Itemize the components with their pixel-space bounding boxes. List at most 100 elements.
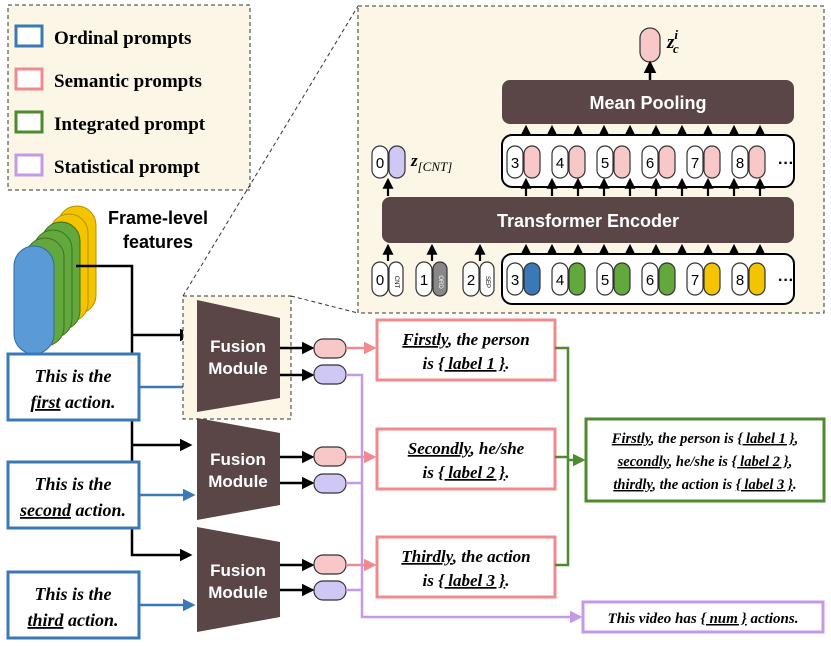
frame-features-stack bbox=[13, 205, 97, 355]
semantic-prompt-1: Firstly, the person is { label 1 }. bbox=[375, 318, 557, 382]
legend-item-semantic: Semantic prompts bbox=[14, 67, 202, 92]
encoded-seq-3: 3 bbox=[506, 145, 541, 179]
zoom-line-top bbox=[182, 5, 359, 297]
legend-item-ordinal: Ordinal prompts bbox=[14, 24, 191, 49]
legend: Ordinal prompts Semantic prompts Integra… bbox=[7, 4, 251, 191]
legend-label: Statistical prompt bbox=[54, 157, 201, 178]
special-token-sep: 2 SEP bbox=[462, 261, 495, 297]
semantic-line1: Thirdly, the action bbox=[401, 547, 530, 566]
mean-pooling-label: Mean Pooling bbox=[590, 93, 707, 113]
ordinal-connectors bbox=[139, 380, 196, 612]
semantic-token bbox=[313, 446, 347, 467]
token-index: 8 bbox=[736, 155, 744, 172]
statistical-token bbox=[313, 580, 347, 601]
statistical-connectors bbox=[346, 373, 583, 624]
statistical-token bbox=[313, 364, 347, 385]
legend-label: Semantic prompts bbox=[54, 71, 202, 92]
token-index: 3 bbox=[511, 272, 519, 289]
token-index: 7 bbox=[691, 155, 699, 172]
ordinal-line2: first action. bbox=[30, 392, 115, 412]
semantic-line2: is { label 2 }. bbox=[423, 463, 510, 482]
encoded-seq-4: 4 bbox=[551, 145, 586, 179]
encoded-seq-5: 5 bbox=[596, 145, 631, 179]
features-label-line2: features bbox=[123, 232, 193, 252]
token-index: 3 bbox=[511, 155, 519, 172]
integrated-line: thirdly, the action is { label 3 }. bbox=[613, 477, 796, 493]
ordinal-prompt-1: This is the first action. bbox=[6, 352, 141, 422]
statistical-text: This video has { num } actions. bbox=[608, 611, 799, 627]
cnt-output-label: z[CNT] bbox=[410, 151, 452, 174]
transformer-encoder-label: Transformer Encoder bbox=[497, 211, 679, 231]
special-token-cnt: 0 CNT bbox=[371, 261, 404, 297]
zoom-line-bottom bbox=[290, 295, 359, 314]
token-tag: CNT bbox=[393, 276, 399, 289]
integrated-line: secondly, he/she is { label 2 }, bbox=[617, 454, 793, 470]
features-label-line1: Frame-level bbox=[108, 208, 208, 228]
token-index: 7 bbox=[691, 272, 699, 289]
semantic-prompt-2: Secondly, he/she is { label 2 }. bbox=[375, 427, 557, 491]
semantic-line2: is { label 3 }. bbox=[423, 571, 510, 590]
fusion-label: Module bbox=[208, 359, 268, 378]
statistical-token bbox=[313, 473, 347, 494]
mean-pooling-block bbox=[502, 80, 794, 124]
ordinal-prompt-3: This is the third action. bbox=[6, 570, 141, 640]
fusion-module-1: Fusion Module bbox=[197, 300, 280, 412]
output-token bbox=[639, 27, 661, 63]
ellipsis: ··· bbox=[778, 155, 794, 172]
semantic-prompt-3: Thirdly, the action is { label 3 }. bbox=[375, 535, 557, 599]
token-index: 5 bbox=[601, 272, 609, 289]
semantic-connectors bbox=[346, 341, 377, 572]
semantic-token bbox=[313, 338, 347, 359]
fusion-label: Module bbox=[208, 472, 268, 491]
ordinal-line1: This is the bbox=[34, 584, 111, 604]
fusion-label: Module bbox=[208, 583, 268, 602]
cnt-output-token: 0 bbox=[371, 145, 406, 179]
legend-label: Integrated prompt bbox=[54, 114, 206, 135]
fusion-label: Fusion bbox=[210, 561, 266, 580]
token-index: 8 bbox=[736, 272, 744, 289]
token-index: 4 bbox=[556, 272, 564, 289]
semantic-token bbox=[313, 554, 347, 575]
input-seq-6: 6 bbox=[641, 262, 676, 296]
encoded-seq-6: 6 bbox=[641, 145, 676, 179]
legend-item-statistical: Statistical prompt bbox=[14, 153, 201, 178]
token-index: 6 bbox=[646, 272, 654, 289]
statistical-prompt: This video has { num } actions. bbox=[581, 600, 825, 634]
input-seq-4: 4 bbox=[551, 262, 586, 296]
fusion-label: Fusion bbox=[210, 337, 266, 356]
ordinal-line1: This is the bbox=[34, 366, 111, 386]
semantic-line1: Secondly, he/she bbox=[408, 439, 525, 458]
fusion-label: Fusion bbox=[210, 450, 266, 469]
semantic-line2: is { label 1 }. bbox=[423, 354, 510, 373]
ordinal-prompt-2: This is the second action. bbox=[6, 460, 141, 530]
fusion-module-2: Fusion Module bbox=[197, 418, 280, 520]
token-index: 6 bbox=[646, 155, 654, 172]
token-index: 0 bbox=[376, 272, 384, 289]
ordinal-line2: second action. bbox=[19, 500, 126, 520]
ordinal-line1: This is the bbox=[34, 474, 111, 494]
fusion-module-3: Fusion Module bbox=[197, 527, 280, 632]
fusion-outputs bbox=[280, 341, 315, 597]
ellipsis: ··· bbox=[778, 272, 794, 289]
token-index: 1 bbox=[420, 272, 428, 289]
output-tokens bbox=[313, 338, 347, 601]
input-seq-7: 7 bbox=[686, 262, 721, 296]
legend-item-integrated: Integrated prompt bbox=[14, 110, 206, 135]
token-index: 0 bbox=[376, 155, 384, 172]
token-tag: SEP bbox=[484, 276, 490, 288]
encoded-seq-8: 8 bbox=[731, 145, 766, 179]
encoder-up-arrows bbox=[382, 177, 766, 196]
token-index: 4 bbox=[556, 155, 564, 172]
legend-label: Ordinal prompts bbox=[54, 28, 191, 49]
integrated-prompt: Firstly, the person is { label 1 }, seco… bbox=[584, 417, 826, 503]
input-seq-5: 5 bbox=[596, 262, 631, 296]
special-token-ord: 1 ORD bbox=[415, 261, 448, 297]
token-index: 5 bbox=[601, 155, 609, 172]
integrated-connectors bbox=[555, 346, 586, 567]
semantic-line1: Firstly, the person bbox=[401, 330, 529, 349]
token-index: 2 bbox=[467, 272, 475, 289]
